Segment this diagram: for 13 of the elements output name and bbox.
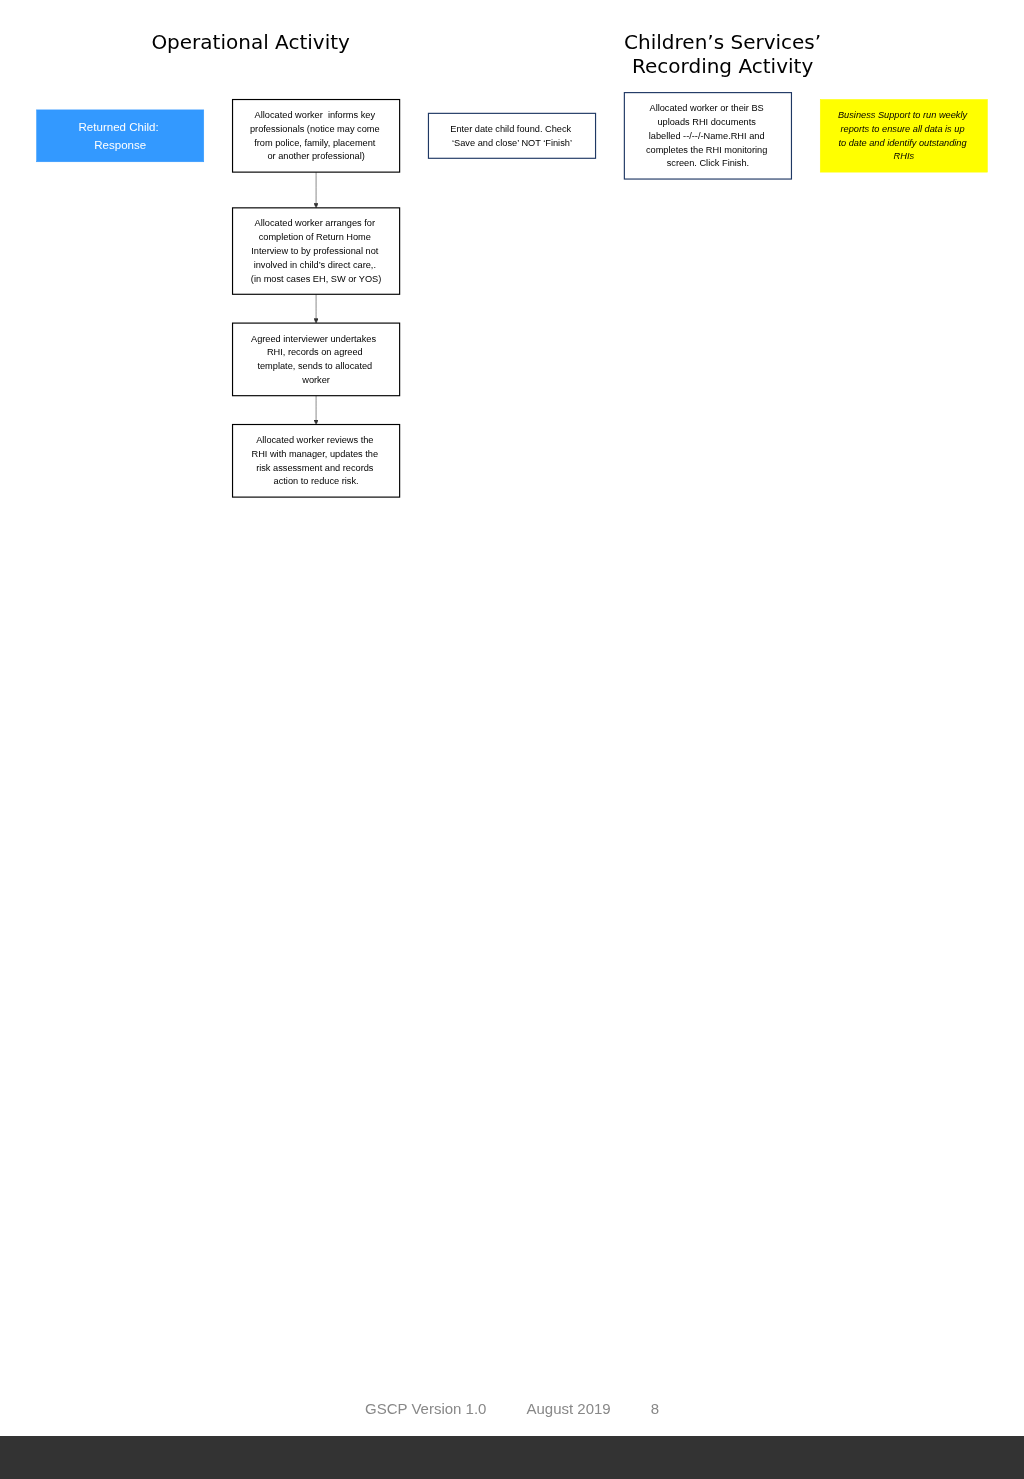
column-heading: Children’s Services’ Recording Activity	[623, 30, 823, 78]
node-box: Allocated worker or their BS uploads RHI documents labelled --/--/-Name.RHI and completes the RHI monitoring screen. Click Finish.	[623, 92, 793, 180]
node-box: Agreed interviewer undertakes RHI, records on agreed template, sends to allocated worker	[231, 322, 401, 397]
page-number: 8	[650, 1400, 660, 1417]
footer-date: August 2019	[526, 1400, 611, 1417]
node-box: Allocated worker arranges for completion of Return Home Interview to by professional not involved in child’s direct care,. (in most cases EH, SW or YOS)	[231, 207, 401, 295]
node-box: Allocated worker informs key professionals (notice may come from police, family, placement or another professional)	[231, 98, 401, 173]
node-box: Enter date child found. Check ‘Save and close’ NOT ‘Finish’	[427, 112, 597, 159]
node-box: Returned Child: Response	[36, 109, 204, 163]
node-box: Business Support to run weekly reports to ensure all data is up to date and identify outstanding RHIs	[820, 99, 988, 173]
node-box: Allocated worker reviews the RHI with manager, updates the risk assessment and records action to reduce risk.	[231, 423, 401, 498]
footer-text: GSCP Version 1.0	[364, 1400, 487, 1417]
column-heading: Operational Activity	[151, 30, 350, 56]
